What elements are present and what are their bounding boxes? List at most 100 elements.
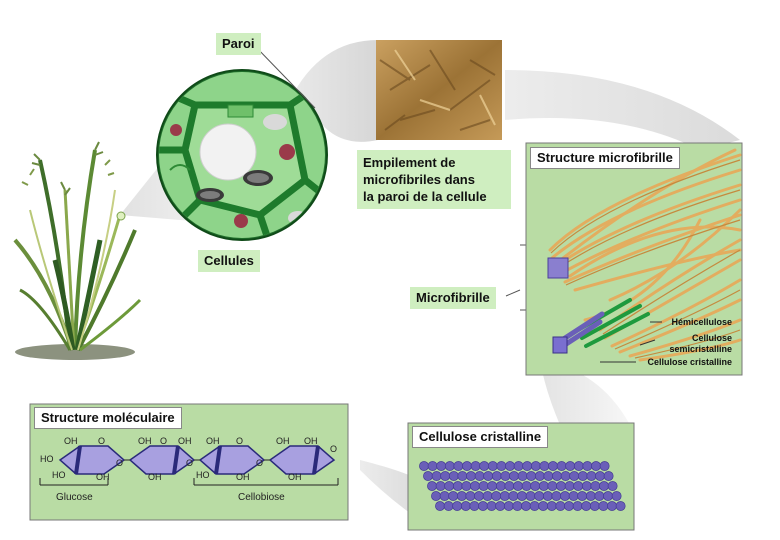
crystal-sphere bbox=[556, 461, 567, 471]
paroi-label: Paroi bbox=[216, 33, 261, 55]
microfibril-structure-panel bbox=[525, 142, 743, 376]
crystal-sphere bbox=[478, 481, 489, 491]
crystal-sphere bbox=[534, 491, 545, 501]
crystal-sphere bbox=[522, 461, 533, 471]
crystal-sphere bbox=[517, 491, 527, 501]
oh-label: OH bbox=[276, 436, 290, 446]
microfibril-structure-title: Structure microfibrille bbox=[530, 147, 680, 169]
crystal-sphere bbox=[564, 481, 575, 491]
crystal-sphere bbox=[505, 461, 515, 471]
crystal-sphere bbox=[435, 501, 445, 511]
crystal-sphere bbox=[517, 471, 528, 481]
crystal-sphere bbox=[444, 461, 455, 471]
crystal-sphere bbox=[508, 491, 519, 501]
crystal-sphere bbox=[530, 461, 541, 471]
glucose-label: Glucose bbox=[56, 492, 93, 503]
crystal-sphere bbox=[581, 501, 592, 511]
oh-label: OH bbox=[148, 472, 162, 482]
crystal-sphere bbox=[461, 481, 472, 491]
crystal-sphere bbox=[591, 461, 601, 471]
crystal-sphere bbox=[419, 461, 429, 471]
crystal-sphere bbox=[453, 461, 464, 471]
crystal-sphere bbox=[526, 471, 537, 481]
crystal-sphere bbox=[564, 501, 574, 511]
o-label: O bbox=[160, 436, 167, 446]
crystal-sphere bbox=[474, 491, 484, 501]
crystal-sphere bbox=[546, 501, 557, 511]
crystal-sphere bbox=[599, 461, 610, 471]
crystal-sphere bbox=[457, 471, 468, 481]
oh-label: OH bbox=[178, 436, 192, 446]
semicrystalline-cellulose-label: Cellulose semicristalline bbox=[610, 333, 732, 355]
crystal-sphere bbox=[548, 461, 558, 471]
oh-label: OH bbox=[236, 472, 250, 482]
crystal-sphere bbox=[470, 481, 480, 491]
crystal-sphere bbox=[444, 481, 455, 491]
crystal-sphere bbox=[547, 481, 558, 491]
crystal-sphere bbox=[538, 481, 549, 491]
crystal-sphere bbox=[582, 461, 593, 471]
crystal-sphere bbox=[585, 491, 596, 501]
microfibril-stacking-label: Empilement de microfibriles dans la paro… bbox=[357, 150, 511, 209]
o-label: O bbox=[116, 458, 123, 468]
crystal-sphere bbox=[436, 461, 447, 471]
crystalline-cellulose-small-label: Cellulose cristalline bbox=[647, 357, 732, 367]
crystal-sphere bbox=[431, 491, 441, 501]
crystal-sphere bbox=[529, 501, 540, 511]
crystal-sphere bbox=[603, 471, 614, 481]
crystal-sphere bbox=[530, 481, 541, 491]
oh-label: OH bbox=[288, 472, 302, 482]
crystal-sphere bbox=[469, 501, 480, 511]
crystal-sphere bbox=[569, 471, 580, 481]
crystal-sphere bbox=[513, 481, 523, 491]
crystal-sphere bbox=[539, 461, 550, 471]
crystal-sphere bbox=[466, 471, 476, 481]
semicrystalline-line: semicristalline bbox=[669, 344, 732, 354]
crystal-sphere bbox=[581, 481, 592, 491]
crystal-sphere bbox=[443, 501, 454, 511]
crystal-sphere bbox=[435, 481, 446, 491]
crystal-sphere bbox=[615, 501, 626, 511]
crystal-sphere bbox=[603, 491, 613, 501]
microfibril-stacking-line: microfibriles dans bbox=[363, 172, 475, 187]
crystal-sphere bbox=[440, 471, 451, 481]
crystal-sphere bbox=[452, 501, 463, 511]
crystal-sphere bbox=[483, 471, 494, 481]
crystal-sphere bbox=[503, 501, 514, 511]
crystal-sphere bbox=[521, 481, 532, 491]
crystal-sphere bbox=[448, 491, 459, 501]
crystal-sphere bbox=[513, 461, 524, 471]
microfibril-stacking-line: la paroi de la cellule bbox=[363, 189, 487, 204]
crystal-sphere bbox=[470, 461, 481, 471]
crystal-sphere bbox=[439, 491, 450, 501]
crystalline-cellulose-title: Cellulose cristalline bbox=[412, 426, 549, 448]
oh-label: OH bbox=[96, 472, 110, 482]
cellules-label: Cellules bbox=[198, 250, 260, 272]
crystal-sphere bbox=[568, 491, 579, 501]
oh-label: OH bbox=[138, 436, 152, 446]
microfibril-stacking-line: Empilement de bbox=[363, 155, 456, 170]
glucose-ring-3 bbox=[198, 445, 266, 475]
grass-plant-illustration bbox=[13, 141, 142, 360]
crystal-sphere bbox=[556, 481, 566, 491]
crystal-sphere bbox=[572, 501, 583, 511]
oh-label: OH bbox=[64, 436, 78, 446]
crystal-sphere bbox=[560, 471, 571, 481]
crystal-sphere bbox=[512, 501, 523, 511]
crystal-sphere bbox=[542, 491, 553, 501]
o-label: O bbox=[98, 436, 105, 446]
crystal-sphere bbox=[460, 501, 471, 511]
crystal-sphere bbox=[594, 491, 605, 501]
crystal-sphere bbox=[456, 491, 467, 501]
crystal-sphere bbox=[487, 461, 498, 471]
hemicellulose-label: Hémicellulose bbox=[671, 317, 732, 327]
cell-cross-section bbox=[156, 69, 328, 241]
crystal-sphere bbox=[482, 491, 493, 501]
crystal-sphere bbox=[491, 471, 502, 481]
crystal-sphere bbox=[509, 471, 519, 481]
crystal-sphere bbox=[487, 481, 498, 491]
o-label: O bbox=[330, 444, 337, 454]
crystal-sphere bbox=[586, 471, 597, 481]
crystal-sphere bbox=[491, 491, 502, 501]
crystal-sphere bbox=[478, 501, 488, 511]
